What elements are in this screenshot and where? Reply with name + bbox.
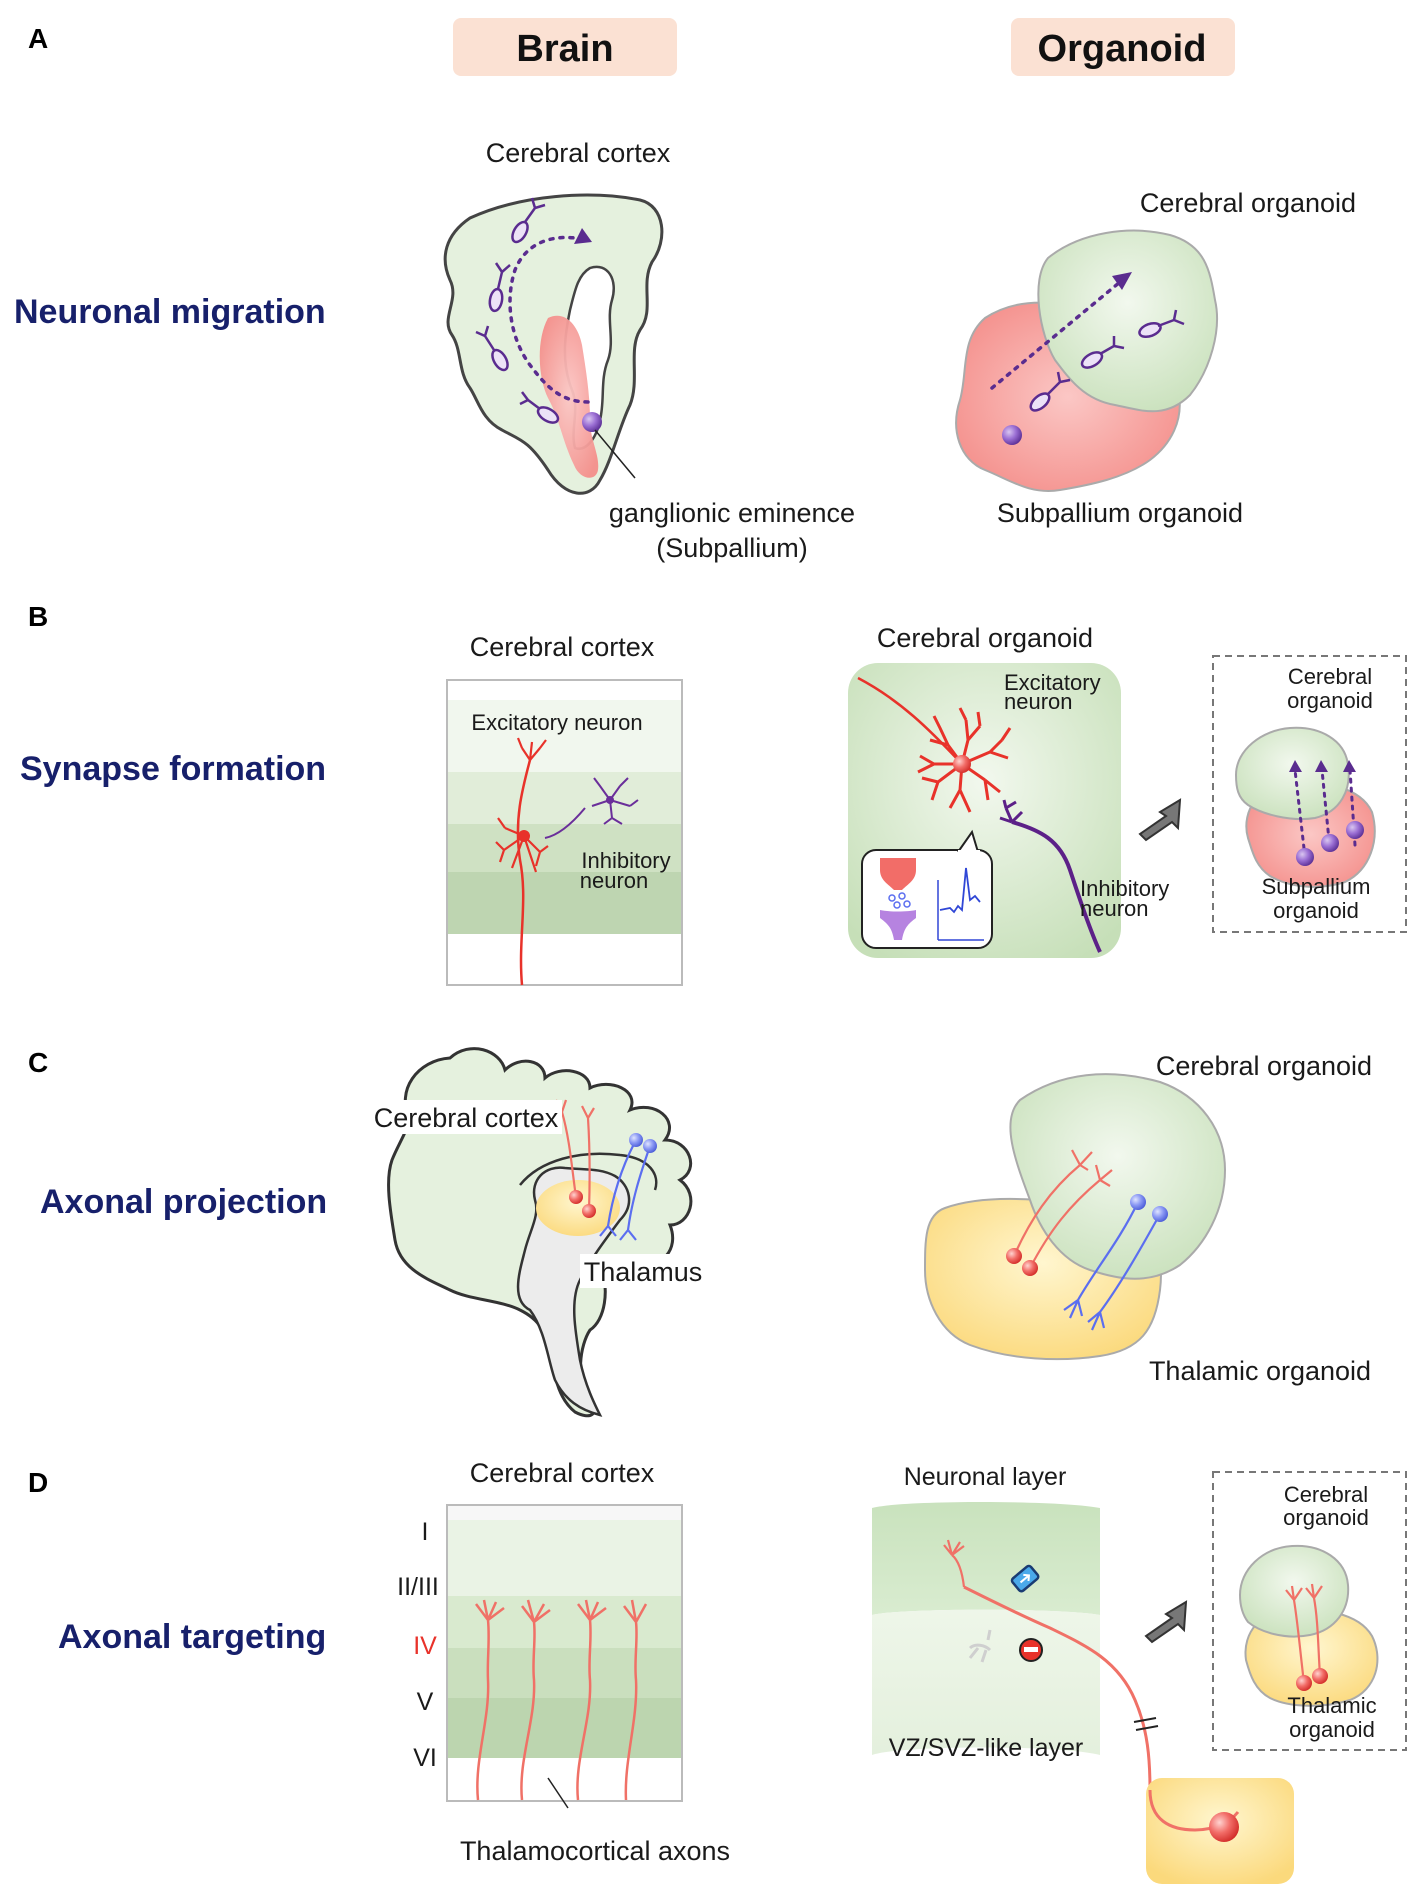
thalamocortical-axons-organoid: [1012, 1149, 1113, 1269]
label-inset-b-cerebral: Cerebral: [1288, 664, 1372, 689]
thalamus-region: [536, 1180, 620, 1236]
panel-b-title: Synapse formation: [20, 750, 326, 788]
brain-header-text: Brain: [516, 28, 613, 70]
excitatory-neuron-organoid: [917, 707, 1012, 813]
migrating-interneurons-organoid: [1029, 309, 1185, 412]
label-subpallium: (Subpallium): [656, 533, 808, 563]
excitatory-neuron-brain: [495, 737, 549, 873]
panel-d-organoid-model: Neuronal layer VZ/SVZ-like layer: [872, 1463, 1294, 1884]
label-inhibitory-b: Inhibitory: [581, 848, 670, 873]
inhibitory-neuron-brain: [591, 777, 639, 825]
cerebral-organoid-c: [1009, 1073, 1227, 1280]
label-neuronal-layer: Neuronal layer: [904, 1463, 1067, 1491]
brain-column-header: Brain: [453, 18, 677, 76]
panel-a-letter: A: [28, 23, 48, 54]
panel-c-organoids: Cerebral organoid Thalamic organoid: [923, 1051, 1372, 1386]
organoid-header-text: Organoid: [1038, 28, 1207, 70]
attractive-cue-icon: [1010, 1564, 1040, 1593]
panel-d-cortex-layers: I II/III IV V VI Cerebral cortex Thalamo…: [397, 1458, 730, 1866]
panel-a-organoids: Cerebral organoid Subpallium organoid: [955, 188, 1356, 528]
label-inset-d-cerebral: Cerebral: [1284, 1482, 1368, 1507]
zoom-arrow-b: [1138, 798, 1182, 842]
panel-c-title: Axonal projection: [40, 1183, 327, 1221]
label-excitatory-b-organoid: Excitatory: [1004, 670, 1101, 695]
layer-label-vi: VI: [413, 1744, 437, 1772]
label-neuron-excitatory-organoid: neuron: [1004, 689, 1073, 714]
panel-d-letter: D: [28, 1467, 48, 1498]
panel-c-letter: C: [28, 1047, 48, 1078]
corticothalamic-axons-brain: [599, 1139, 652, 1241]
zoom-arrow-d: [1144, 1600, 1188, 1644]
panel-c-brain-sagittal: Cerebral cortex Thalamus: [370, 1047, 706, 1418]
label-subpallium-organoid: Subpallium organoid: [997, 498, 1243, 528]
label-cerebral-cortex-c: Cerebral cortex: [374, 1103, 559, 1133]
label-inset-d-organoid-1: organoid: [1283, 1505, 1369, 1530]
label-inset-d-thalamic: Thalamic: [1287, 1693, 1376, 1718]
label-inset-d-organoid-2: organoid: [1289, 1717, 1375, 1742]
label-cerebral-organoid-b: Cerebral organoid: [877, 623, 1093, 653]
label-inset-b-organoid-1: organoid: [1287, 688, 1373, 713]
panel-a-title: Neuronal migration: [14, 293, 326, 331]
layer-label-i: I: [422, 1518, 429, 1546]
thalamocortical-axons-d: [475, 1599, 648, 1801]
label-thalamic-organoid-c: Thalamic organoid: [1149, 1356, 1371, 1386]
panel-a-brain-section: Cerebral cortex ganglionic eminence (Sub…: [443, 138, 855, 563]
corticothalamic-axons-organoid: [1063, 1201, 1161, 1331]
layer-label-v: V: [417, 1688, 434, 1716]
label-cerebral-organoid-a: Cerebral organoid: [1140, 188, 1356, 218]
label-cerebral-cortex-b: Cerebral cortex: [470, 632, 655, 662]
label-cerebral-cortex-d: Cerebral cortex: [470, 1458, 655, 1488]
panel-b-cortex-layers: Cerebral cortex Excitatory neuron Inhibi…: [446, 632, 683, 986]
layer-label-iv: IV: [413, 1632, 437, 1660]
panel-d-title: Axonal targeting: [58, 1618, 326, 1656]
label-cerebral-organoid-c: Cerebral organoid: [1156, 1051, 1372, 1081]
migrating-interneurons: [475, 197, 560, 424]
panel-d-inset: Cerebral organoid Thalamic organoid: [1212, 1471, 1407, 1751]
label-cerebral-cortex-a: Cerebral cortex: [486, 138, 671, 168]
layer-label-ii-iii: II/III: [397, 1573, 439, 1601]
label-thalamus: Thalamus: [584, 1257, 703, 1287]
label-thalamocortical-axons: Thalamocortical axons: [460, 1836, 730, 1866]
label-inset-b-organoid-2: organoid: [1273, 898, 1359, 923]
thalamic-neuron-soma: [1209, 1812, 1239, 1842]
panel-b-inset: Cerebral organoid Subpallium organoid: [1212, 655, 1407, 933]
panel-b-organoid-zoom: Cerebral organoid Excitatory neuron Inhi…: [848, 623, 1169, 958]
inhibitory-neuron-organoid: [999, 799, 1024, 824]
repulsive-cue-icon: [1019, 1638, 1043, 1662]
label-neuron-b: neuron: [580, 868, 649, 893]
label-ganglionic-eminence: ganglionic eminence: [609, 498, 855, 528]
label-excitatory-neuron-b: Excitatory neuron: [471, 710, 642, 735]
interneuron-soma-organoid: [1002, 425, 1022, 445]
organoid-column-header: Organoid: [1011, 18, 1235, 76]
panel-b-letter: B: [28, 601, 48, 632]
label-vz-svz-layer: VZ/SVZ-like layer: [889, 1734, 1083, 1762]
ganglionic-eminence-region: [539, 315, 599, 478]
label-inset-b-subpallium: Subpallium: [1262, 874, 1371, 899]
interneuron-soma: [582, 412, 602, 432]
label-inhibitory-b-organoid: Inhibitory: [1080, 876, 1169, 901]
label-neuron-inhibitory-organoid: neuron: [1080, 896, 1149, 921]
